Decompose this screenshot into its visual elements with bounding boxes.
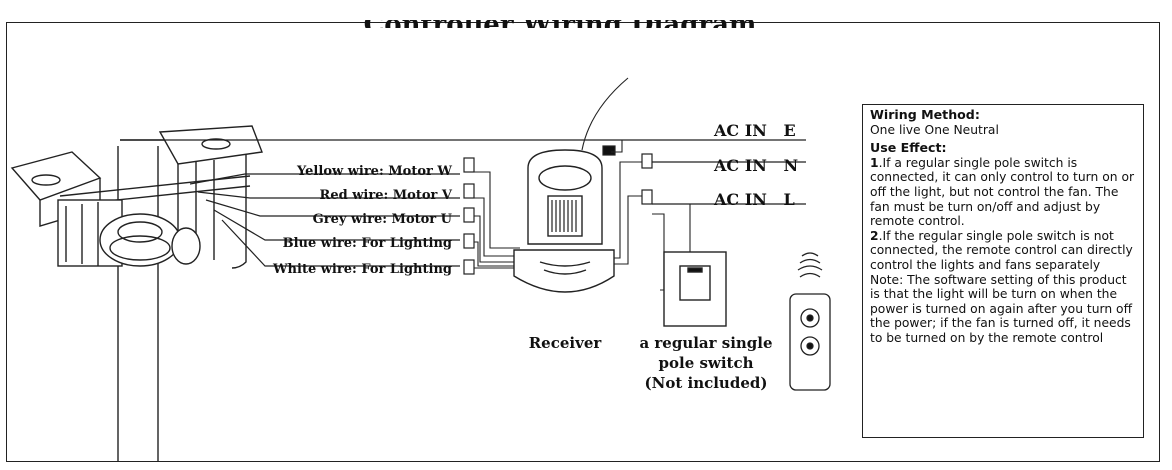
point-2-text: .If the regular single pole switch is no… xyxy=(870,228,1133,272)
ac-in-n-label: AC IN N xyxy=(714,156,799,175)
title-mask xyxy=(330,2,790,20)
use-effect-heading: Use Effect: xyxy=(870,140,947,156)
wiring-method-text: One live One Neutral xyxy=(870,122,999,137)
wire-label-grey: Grey wire: Motor U xyxy=(312,212,452,227)
use-effect-point-2: 2.If the regular single pole switch is n… xyxy=(870,229,1139,273)
switch-caption: a regular single pole switch (Not includ… xyxy=(626,333,786,393)
motor-wires xyxy=(120,139,806,267)
wire-label-blue: Blue wire: For Lighting xyxy=(282,236,452,251)
wire-label-red: Red wire: Motor V xyxy=(319,188,452,203)
receiver-grille xyxy=(551,200,577,232)
receiver-wires xyxy=(474,77,691,291)
wire-label-white: White wire: For Lighting xyxy=(272,262,452,277)
switch-caption-line1: a regular single xyxy=(639,334,773,352)
wiring-method-heading: Wiring Method: xyxy=(870,107,980,122)
ac-in-l-label: AC IN L xyxy=(714,190,795,209)
fan-mount xyxy=(10,125,263,462)
info-panel: Wiring Method: One live One Neutral Use … xyxy=(862,104,1144,438)
remote-control xyxy=(789,252,831,391)
wire-label-yellow: Yellow wire: Motor W xyxy=(297,164,452,179)
receiver-box xyxy=(513,149,615,293)
software-note: Note: The software setting of this produ… xyxy=(870,272,1133,345)
switch-caption-line2: pole switch xyxy=(658,354,754,372)
wall-switch xyxy=(663,251,727,327)
use-effect-point-1: 1.If a regular single pole switch is con… xyxy=(870,156,1139,229)
ac-in-e-label: AC IN E xyxy=(714,121,796,140)
wire-nuts xyxy=(463,145,653,275)
point-2-number: 2 xyxy=(870,228,879,243)
receiver-caption: Receiver xyxy=(528,334,602,352)
point-1-number: 1 xyxy=(870,155,879,170)
point-1-text: .If a regular single pole switch is conn… xyxy=(870,155,1135,229)
switch-caption-line3: (Not included) xyxy=(644,374,768,392)
